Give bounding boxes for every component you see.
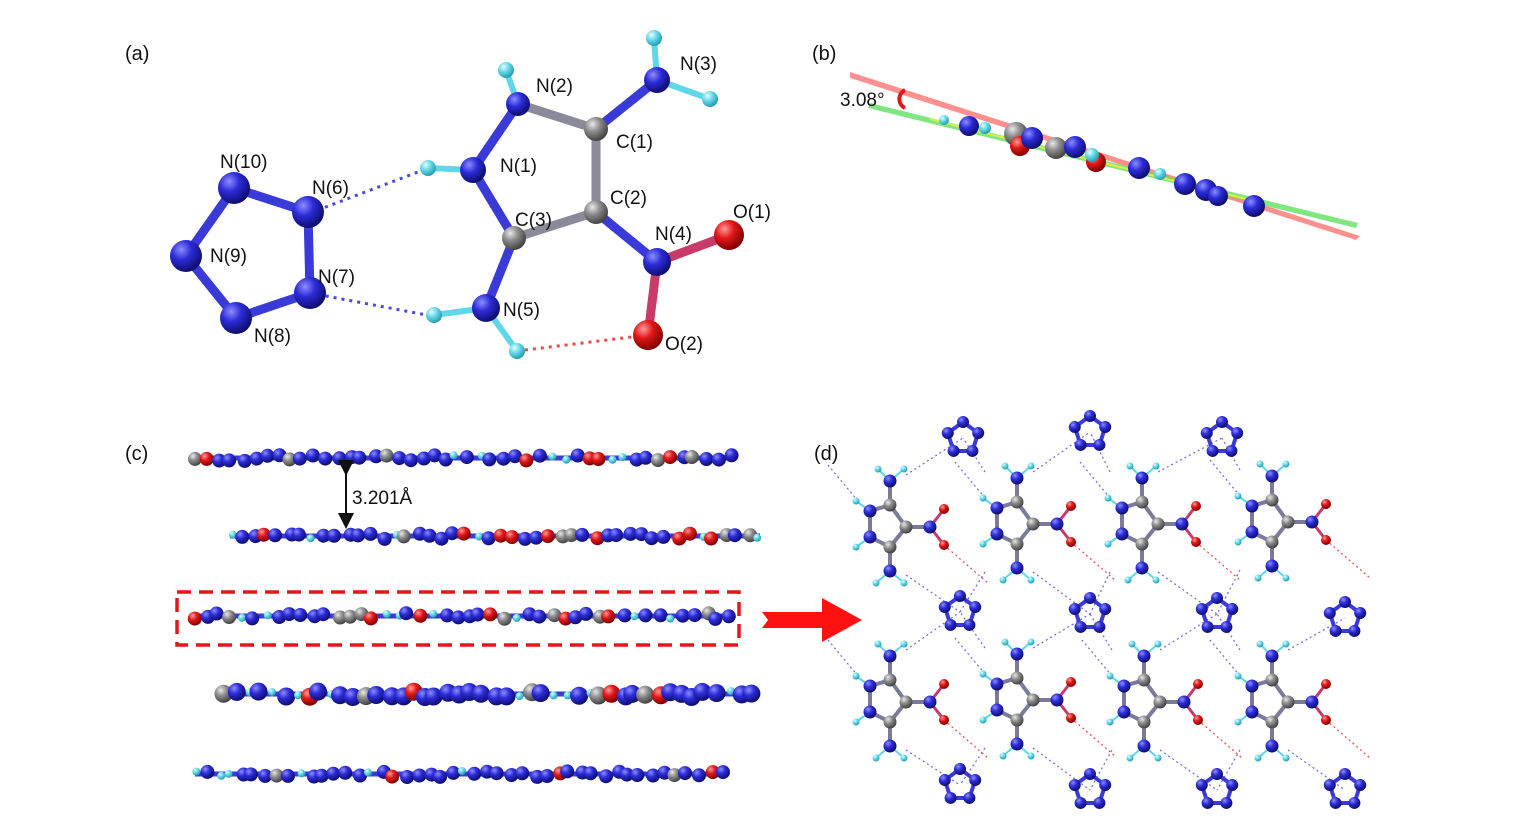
angle-label: 3.08° <box>840 90 885 111</box>
layer-3 <box>187 606 736 626</box>
atom-c3 <box>502 226 526 250</box>
label-n4: N(4) <box>655 224 692 245</box>
panel-d-label: (d) <box>814 443 838 465</box>
panel-a: (a) <box>125 30 771 359</box>
panel-c-label: (c) <box>125 443 148 465</box>
cation-5 <box>852 640 949 762</box>
anion-6 <box>1195 592 1239 633</box>
cation-4 <box>1234 460 1331 582</box>
anion-4 <box>938 590 982 631</box>
atom-n3 <box>644 67 670 93</box>
pentazole-atoms-a <box>170 172 326 334</box>
edge-on-molecules-b <box>939 115 1265 217</box>
panel-b: (b) 3.08° <box>812 43 1360 240</box>
atom-c2 <box>584 200 608 224</box>
cation-2 <box>979 462 1076 584</box>
label-o1: O(1) <box>733 202 771 223</box>
plane-red <box>850 72 1360 240</box>
cation-6 <box>979 638 1076 760</box>
panel-b-label: (b) <box>812 43 836 65</box>
atom-n9 <box>170 240 202 272</box>
layer-1 <box>188 448 739 468</box>
atom-n6 <box>292 196 324 228</box>
atom-c1 <box>584 117 608 141</box>
anion-1 <box>941 416 985 457</box>
panel-a-label: (a) <box>125 43 149 65</box>
atom-n4 <box>643 248 671 276</box>
cation-7 <box>1106 640 1203 762</box>
cations <box>852 460 1331 762</box>
anion-7 <box>1323 596 1367 637</box>
pentazole-ring-a <box>181 183 315 323</box>
spacing-label: 3.201Å <box>352 488 413 509</box>
anion-9 <box>1068 768 1112 809</box>
label-n10: N(10) <box>220 152 268 173</box>
angle-arc-icon <box>897 88 907 110</box>
atom-n1 <box>460 157 486 183</box>
label-n1: N(1) <box>500 156 537 177</box>
cation-1 <box>852 465 949 587</box>
hydrogen-bonds-a <box>309 170 649 353</box>
atom-labels-a: N(10) N(6) N(7) N(8) N(9) N(1) N(2) N(3)… <box>210 54 771 355</box>
atom-n7 <box>294 277 326 309</box>
cation-atoms-a <box>420 30 744 359</box>
anion-10 <box>1195 768 1239 809</box>
panel-d: (d) <box>814 410 1371 809</box>
arrow-right-icon <box>762 598 862 642</box>
cation-8 <box>1234 640 1331 762</box>
atom-n10 <box>218 172 250 204</box>
anion-8 <box>938 763 982 804</box>
anion-3 <box>1200 416 1244 457</box>
atom-n2 <box>506 92 530 116</box>
label-n5: N(5) <box>503 300 540 321</box>
anion-2 <box>1068 410 1112 451</box>
layer-2 <box>228 526 762 546</box>
label-n9: N(9) <box>210 246 247 267</box>
panel-c: (c) 3.201Å <box>125 443 862 784</box>
label-n3: N(3) <box>680 54 717 75</box>
cation-3 <box>1104 462 1201 584</box>
label-c2: C(2) <box>610 188 647 209</box>
layer-5 <box>192 764 730 784</box>
label-n2: N(2) <box>536 76 573 97</box>
atom-n5 <box>472 294 500 322</box>
atom-o2 <box>633 320 663 350</box>
label-c1: C(1) <box>616 132 653 153</box>
label-n7: N(7) <box>318 267 355 288</box>
atom-o1 <box>714 220 744 250</box>
pentazolate-anions <box>938 410 1367 809</box>
label-n8: N(8) <box>254 326 291 347</box>
atom-n8 <box>220 302 252 334</box>
layer-4 <box>214 682 761 706</box>
stacked-layers <box>187 448 762 784</box>
hydrogen-bond-network <box>827 431 1371 791</box>
label-n6: N(6) <box>312 178 349 199</box>
label-o2: O(2) <box>665 334 703 355</box>
anion-5 <box>1068 592 1112 633</box>
anion-11 <box>1323 768 1367 809</box>
label-c3: C(3) <box>515 210 552 231</box>
